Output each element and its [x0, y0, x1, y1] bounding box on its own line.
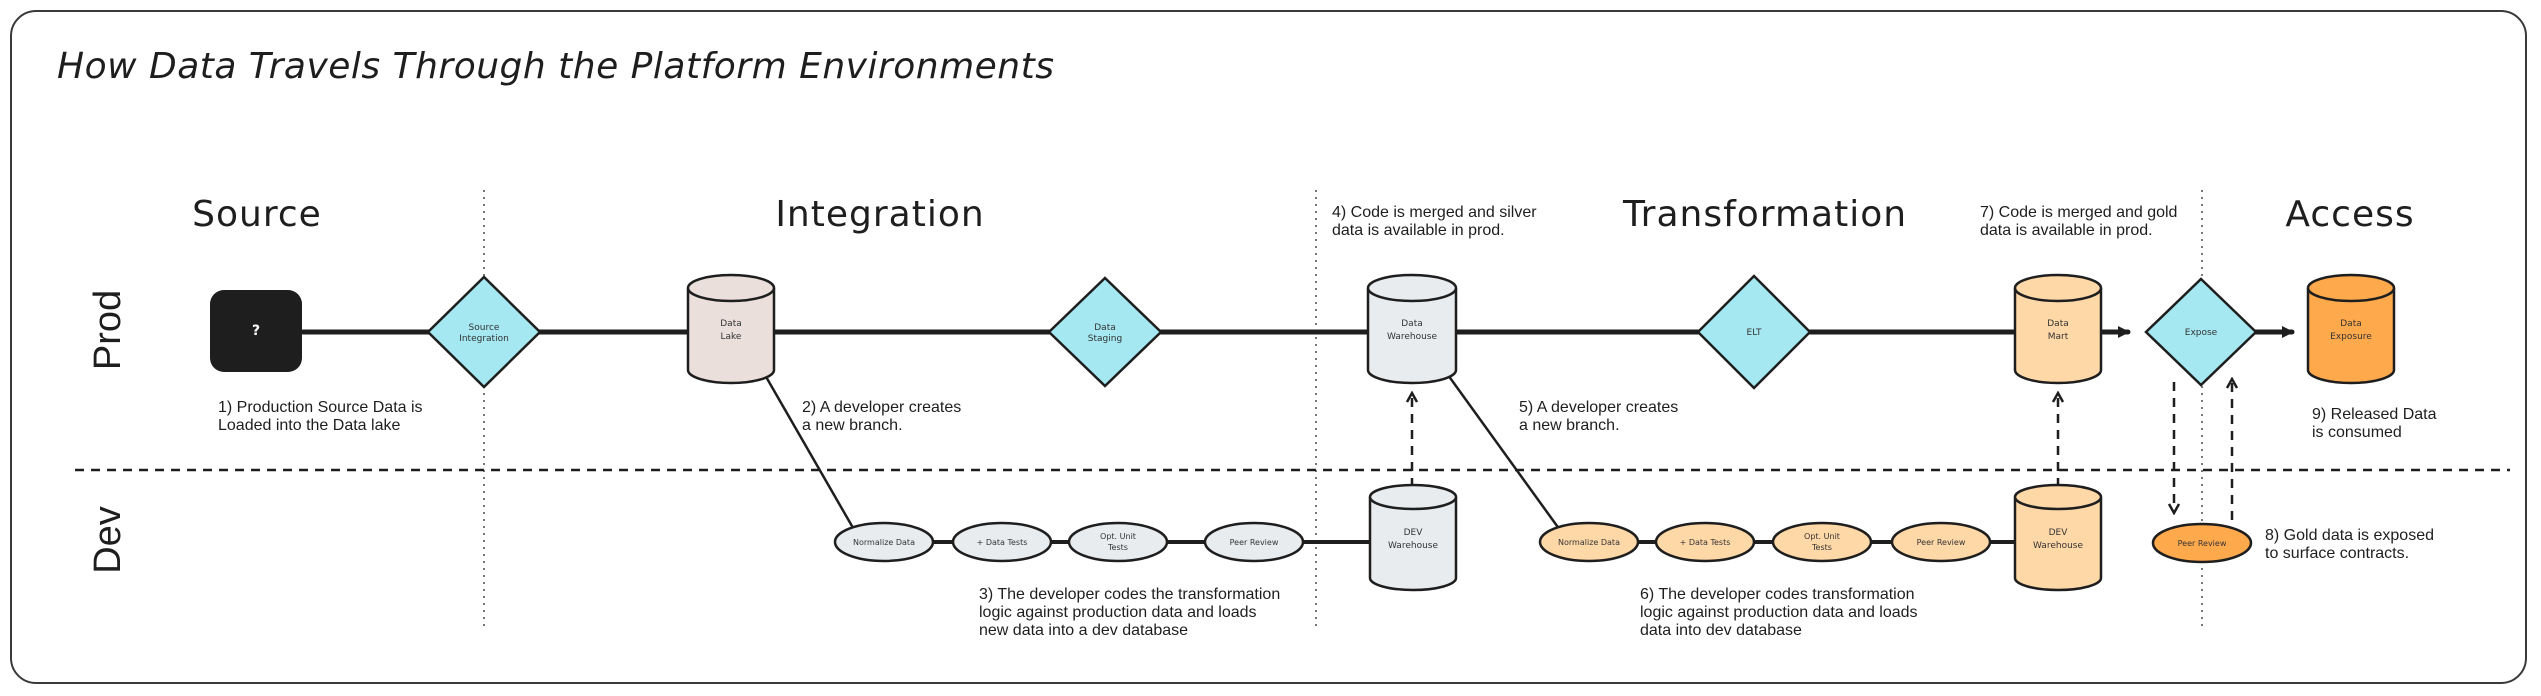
source-integration-label-2: Integration: [459, 334, 509, 344]
step-label: Normalize Data: [1558, 538, 1620, 547]
column-access: Access: [2285, 194, 2414, 235]
note-5-line-2: a new branch.: [1519, 417, 1620, 434]
step-label-2: Tests: [1811, 543, 1832, 552]
dev-warehouse-1-label-2: Warehouse: [1388, 541, 1438, 551]
column-integration: Integration: [775, 194, 984, 235]
note-8: 8) Gold data is exposed to surface contr…: [2265, 527, 2434, 562]
note-7: 7) Code is merged and gold data is avail…: [1980, 204, 2177, 239]
row-prod: Prod: [87, 290, 129, 370]
elt-label: ELT: [1747, 328, 1762, 338]
note-4: 4) Code is merged and silver data is ava…: [1332, 204, 1537, 239]
branch-line-integration: [763, 374, 862, 541]
step-normalize-data-transformation: Normalize Data: [1538, 521, 1640, 563]
column-source: Source: [192, 194, 322, 235]
step-peer-review-access: Peer Review: [2151, 522, 2253, 564]
note-1-line-1: 1) Production Source Data is: [218, 399, 423, 416]
step-label-2: Tests: [1107, 543, 1128, 552]
data-staging-label-1: Data: [1094, 323, 1116, 333]
source-integration-label-1: Source: [469, 323, 500, 333]
note-5: 5) A developer creates a new branch.: [1519, 399, 1678, 434]
data-lake-cylinder: Data Lake: [686, 273, 776, 385]
note-6-line-3: data into dev database: [1640, 622, 1802, 639]
dev-warehouse-2-label-2: Warehouse: [2033, 541, 2083, 551]
note-3: 3) The developer codes the transformatio…: [979, 586, 1280, 639]
step-peer-review-integration: Peer Review: [1203, 521, 1305, 563]
data-exposure-label-2: Exposure: [2330, 332, 2372, 342]
step-label: + Data Tests: [1680, 538, 1731, 547]
step-label: Normalize Data: [853, 538, 915, 547]
step-data-tests-integration: + Data Tests: [951, 521, 1053, 563]
step-normalize-data-integration: Normalize Data: [833, 521, 935, 563]
note-4-line-1: 4) Code is merged and silver: [1332, 204, 1537, 221]
note-6: 6) The developer codes transformation lo…: [1640, 586, 1918, 639]
note-9: 9) Released Data is consumed: [2312, 406, 2437, 441]
note-3-line-1: 3) The developer codes the transformatio…: [979, 586, 1280, 603]
step-unit-tests-transformation: Opt. Unit Tests: [1771, 521, 1873, 563]
step-label-1: Opt. Unit: [1804, 532, 1840, 541]
source-node: [210, 290, 302, 372]
branch-line-transformation: [1446, 374, 1567, 538]
note-9-line-1: 9) Released Data: [2312, 406, 2437, 423]
data-exposure-cylinder: Data Exposure: [2306, 273, 2396, 385]
data-mart-label-2: Mart: [2048, 332, 2069, 342]
note-2: 2) A developer creates a new branch.: [802, 399, 961, 434]
source-node-label: ?: [252, 323, 260, 339]
data-lake-label-2: Lake: [721, 332, 742, 342]
dev-warehouse-cylinder-2: DEV Warehouse: [2013, 483, 2103, 592]
step-unit-tests-integration: Opt. Unit Tests: [1067, 521, 1169, 563]
step-peer-review-transformation: Peer Review: [1890, 521, 1992, 563]
note-3-line-3: new data into a dev database: [979, 622, 1188, 639]
diagram-title: How Data Travels Through the Platform En…: [57, 46, 1055, 87]
step-label: Peer Review: [1230, 538, 1279, 547]
data-mart-cylinder: Data Mart: [2013, 273, 2103, 385]
note-9-line-2: is consumed: [2312, 424, 2402, 441]
step-data-tests-transformation: + Data Tests: [1654, 521, 1756, 563]
step-label: + Data Tests: [977, 538, 1028, 547]
note-2-line-2: a new branch.: [802, 417, 903, 434]
note-2-line-1: 2) A developer creates: [802, 399, 961, 416]
expose-diamond: Expose: [2144, 277, 2258, 387]
note-3-line-2: logic against production data and loads: [979, 604, 1257, 621]
diagram-frame: [10, 10, 2527, 684]
data-warehouse-label-2: Warehouse: [1387, 332, 1437, 342]
step-label: Peer Review: [1917, 538, 1966, 547]
step-label-1: Opt. Unit: [1100, 532, 1136, 541]
elt-diamond: ELT: [1696, 274, 1812, 390]
note-7-line-1: 7) Code is merged and gold: [1980, 204, 2177, 221]
note-6-line-2: logic against production data and loads: [1640, 604, 1918, 621]
note-8-line-1: 8) Gold data is exposed: [2265, 527, 2434, 544]
note-7-line-2: data is available in prod.: [1980, 222, 2153, 239]
data-staging-diamond: Data Staging: [1047, 276, 1163, 388]
row-dev: Dev: [87, 506, 129, 574]
data-warehouse-label-1: Data: [1401, 319, 1423, 329]
note-8-line-2: to surface contracts.: [2265, 545, 2409, 562]
note-6-line-1: 6) The developer codes transformation: [1640, 586, 1915, 603]
step-label: Peer Review: [2178, 539, 2227, 548]
data-staging-label-2: Staging: [1088, 334, 1122, 344]
column-transformation: Transformation: [1622, 194, 1907, 235]
data-exposure-label-1: Data: [2340, 319, 2362, 329]
note-5-line-1: 5) A developer creates: [1519, 399, 1678, 416]
source-integration-diamond: Source Integration: [426, 275, 542, 389]
data-warehouse-cylinder: Data Warehouse: [1366, 273, 1458, 385]
dev-warehouse-1-label-1: DEV: [1404, 528, 1424, 538]
data-mart-label-1: Data: [2047, 319, 2069, 329]
dev-warehouse-cylinder-1: DEV Warehouse: [1368, 483, 1458, 592]
note-1: 1) Production Source Data is Loaded into…: [218, 399, 423, 434]
dev-warehouse-2-label-1: DEV: [2049, 528, 2069, 538]
note-1-line-2: Loaded into the Data lake: [218, 417, 400, 434]
data-lake-label-1: Data: [720, 319, 742, 329]
note-4-line-2: data is available in prod.: [1332, 222, 1505, 239]
expose-label: Expose: [2185, 328, 2218, 338]
